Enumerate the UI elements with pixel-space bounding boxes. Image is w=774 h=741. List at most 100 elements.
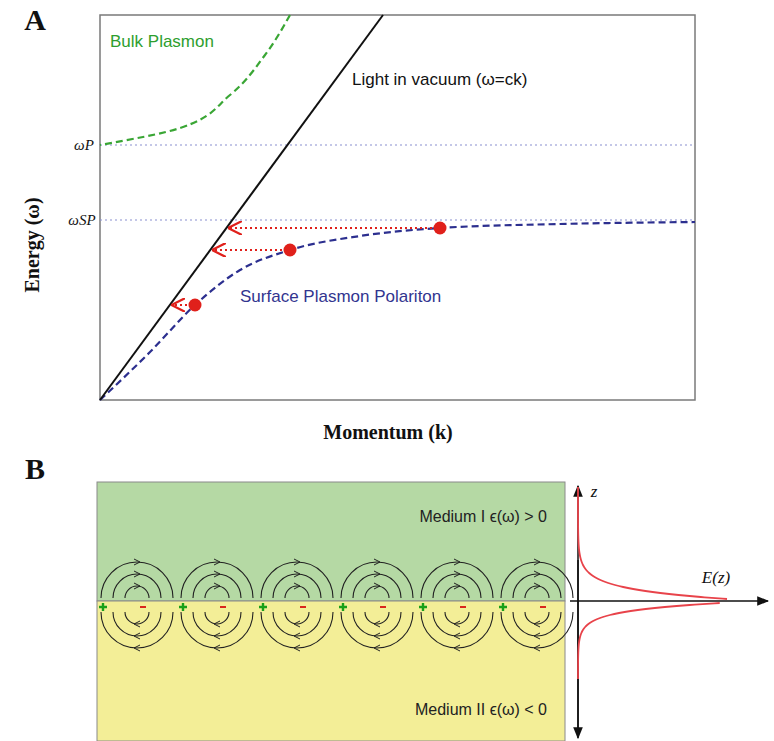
field-arrow bbox=[454, 559, 460, 565]
plus-charge bbox=[259, 603, 267, 611]
field-arrow bbox=[294, 633, 300, 639]
light-line bbox=[100, 15, 383, 400]
minus-charge bbox=[540, 606, 546, 608]
field-arrow bbox=[374, 645, 380, 651]
medium-two-fill bbox=[97, 601, 565, 741]
field-line bbox=[421, 612, 493, 648]
field-arrow bbox=[134, 571, 140, 577]
omega-p-level bbox=[100, 144, 695, 145]
field-line bbox=[513, 574, 561, 598]
field-line bbox=[193, 574, 241, 598]
field-arrow bbox=[534, 645, 540, 651]
field-line bbox=[181, 562, 253, 598]
field-arrow bbox=[214, 571, 220, 577]
bulk-plasmon-curve bbox=[100, 15, 290, 145]
medium-label: Medium I ϵ(ω) > 0 bbox=[419, 508, 547, 526]
plot-frame bbox=[100, 15, 695, 400]
e-axis bbox=[570, 600, 768, 602]
field-arrow bbox=[374, 559, 380, 565]
plus-charge bbox=[499, 603, 507, 611]
field-arrow bbox=[134, 645, 140, 651]
field-arrow bbox=[294, 645, 300, 651]
minus-charge bbox=[140, 606, 146, 608]
coupling-arrow bbox=[229, 227, 432, 229]
field-line bbox=[113, 612, 161, 636]
field-arrow bbox=[134, 633, 140, 639]
red-dot bbox=[189, 299, 202, 312]
energy-level: ωP bbox=[74, 137, 94, 154]
red-dot bbox=[284, 244, 297, 257]
field-arrow bbox=[374, 621, 380, 627]
field-arrow bbox=[134, 559, 140, 565]
field-arrow bbox=[454, 571, 460, 577]
field-arrow bbox=[294, 571, 300, 577]
field-line bbox=[433, 612, 481, 636]
field-arrow bbox=[374, 583, 380, 589]
field-line bbox=[433, 574, 481, 598]
curve-label: Surface Plasmon Polariton bbox=[240, 288, 441, 307]
field-line bbox=[181, 612, 253, 648]
field-line bbox=[101, 612, 173, 648]
field-arrow bbox=[214, 583, 220, 589]
field-line bbox=[341, 562, 413, 598]
field-line bbox=[261, 612, 333, 648]
field-arrow bbox=[534, 559, 540, 565]
coupling-arrow bbox=[213, 249, 282, 251]
axis-label: E(z) bbox=[702, 569, 730, 588]
field-arrow bbox=[134, 621, 140, 627]
field-decay-curve bbox=[578, 603, 720, 679]
axis-label: Energy (ω) bbox=[21, 197, 43, 292]
field-arrow bbox=[214, 621, 220, 627]
spp-curve bbox=[100, 222, 695, 400]
field-line bbox=[353, 574, 401, 598]
minus-charge bbox=[220, 606, 226, 608]
field-arrow bbox=[534, 571, 540, 577]
field-line bbox=[193, 612, 241, 636]
field-line bbox=[421, 562, 493, 598]
plus-charge bbox=[339, 603, 347, 611]
plus-charge bbox=[419, 603, 427, 611]
red-dot bbox=[434, 222, 447, 235]
minus-charge bbox=[460, 606, 466, 608]
panel-letter: A bbox=[24, 3, 46, 36]
medium-one-fill bbox=[97, 482, 565, 601]
field-arrow bbox=[374, 633, 380, 639]
curve-label: Bulk Plasmon bbox=[110, 33, 214, 52]
medium-band: Medium II ϵ(ω) < 0 bbox=[97, 601, 565, 741]
omega-sp-level bbox=[100, 219, 695, 220]
axis-label: z bbox=[591, 483, 598, 502]
minus-charge bbox=[300, 606, 306, 608]
field-arrow bbox=[454, 633, 460, 639]
plus-charge bbox=[99, 603, 107, 611]
field-line bbox=[273, 574, 321, 598]
medium-band: Medium I ϵ(ω) > 0 bbox=[97, 482, 565, 601]
field-arrow bbox=[454, 645, 460, 651]
energy-level: ωSP bbox=[68, 212, 95, 229]
field-arrow bbox=[134, 583, 140, 589]
plus-charge bbox=[179, 603, 187, 611]
field-line bbox=[513, 612, 561, 636]
field-arrow bbox=[294, 583, 300, 589]
field-line bbox=[501, 562, 573, 598]
curve-label: Light in vacuum (ω=ck) bbox=[352, 71, 527, 90]
field-arrow bbox=[534, 583, 540, 589]
field-line bbox=[353, 612, 401, 636]
field-line bbox=[501, 612, 573, 648]
axis-label: Momentum (k) bbox=[323, 421, 452, 443]
medium-label: Medium II ϵ(ω) < 0 bbox=[415, 701, 547, 719]
field-arrow bbox=[534, 621, 540, 627]
field-line bbox=[273, 612, 321, 636]
field-arrow bbox=[534, 633, 540, 639]
field-arrow bbox=[214, 633, 220, 639]
field-arrow bbox=[374, 571, 380, 577]
panel-letter: B bbox=[25, 452, 45, 485]
field-arrow bbox=[294, 621, 300, 627]
coupling-arrow bbox=[173, 304, 187, 306]
minus-charge bbox=[380, 606, 386, 608]
field-arrow bbox=[214, 559, 220, 565]
field-line bbox=[101, 562, 173, 598]
field-line bbox=[341, 612, 413, 648]
field-arrow bbox=[454, 621, 460, 627]
field-arrow bbox=[214, 645, 220, 651]
